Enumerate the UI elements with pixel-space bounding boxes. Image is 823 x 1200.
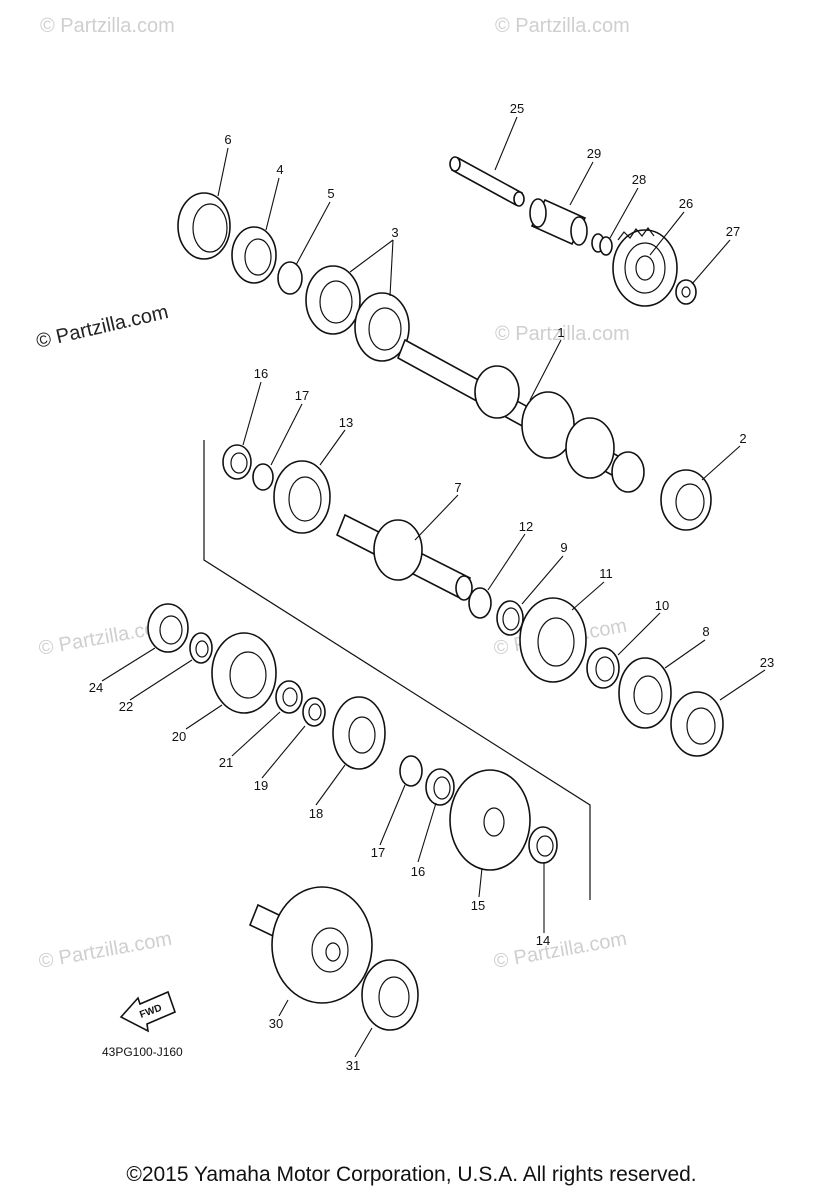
part-30-primary-driven-gear <box>248 886 373 1004</box>
part-7-drive-axle <box>335 513 473 601</box>
callout-8: 8 <box>702 624 709 639</box>
callout-28: 28 <box>632 172 646 187</box>
callout-23: 23 <box>760 655 774 670</box>
callout-5: 5 <box>327 186 334 201</box>
callout-19: 19 <box>254 778 268 793</box>
callout-21: 21 <box>219 755 233 770</box>
grouping-bracket-line <box>203 440 591 900</box>
part-18-gear <box>332 696 386 770</box>
part-13-gear <box>273 460 331 534</box>
part-6-oil-seal <box>177 192 231 260</box>
copyright-notice: ©2015 Yamaha Motor Corporation, U.S.A. A… <box>126 1163 697 1186</box>
part-11-gear <box>519 597 587 683</box>
leader-lines <box>101 116 766 1058</box>
part-8-gear <box>618 657 672 729</box>
callout-labels: 1 2 3 4 5 6 7 8 9 10 11 12 13 14 15 16 1… <box>89 101 774 1073</box>
part-31-bearing <box>361 959 419 1031</box>
part-5-o-ring <box>277 261 303 295</box>
part-20-gear <box>211 632 277 714</box>
callout-4: 4 <box>276 162 283 177</box>
part-9-washer <box>496 600 524 636</box>
callout-9: 9 <box>560 540 567 555</box>
callout-30: 30 <box>269 1016 283 1031</box>
callout-29: 29 <box>587 146 601 161</box>
part-3-bearing <box>354 292 410 362</box>
callout-18: 18 <box>309 806 323 821</box>
callout-6: 6 <box>224 132 231 147</box>
part-1-main-axle <box>396 338 645 493</box>
callout-16-lower: 16 <box>411 864 425 879</box>
part-26-gear <box>612 227 678 307</box>
callout-13: 13 <box>339 415 353 430</box>
callout-24: 24 <box>89 680 103 695</box>
part-22-washer <box>189 632 213 664</box>
part-16-washer <box>425 768 455 806</box>
watermark-text: © Partzilla.com <box>40 15 175 37</box>
part-3-bearing <box>305 265 361 335</box>
callout-22: 22 <box>119 699 133 714</box>
callout-7: 7 <box>454 480 461 495</box>
callout-15: 15 <box>471 898 485 913</box>
callout-12: 12 <box>519 519 533 534</box>
part-27-washer <box>675 279 697 305</box>
callout-1: 1 <box>557 325 564 340</box>
callout-20: 20 <box>172 729 186 744</box>
part-12-circlip <box>468 587 492 619</box>
callout-26: 26 <box>679 196 693 211</box>
callout-27: 27 <box>726 224 740 239</box>
watermark-text: © Partzilla.com <box>492 928 629 973</box>
diagram-code: 43PG100-J160 <box>102 1045 183 1059</box>
callout-3: 3 <box>391 225 398 240</box>
part-21-collar <box>275 680 303 714</box>
part-23-bearing <box>670 691 724 757</box>
callout-17: 17 <box>295 388 309 403</box>
callout-25: 25 <box>510 101 524 116</box>
callout-17-lower: 17 <box>371 845 385 860</box>
part-29-sleeve <box>529 198 588 246</box>
watermark-text: © Partzilla.com <box>495 15 630 37</box>
part-19-washer <box>302 697 326 727</box>
callout-16: 16 <box>254 366 268 381</box>
part-2-bearing <box>660 469 712 531</box>
part-4-collar <box>231 226 277 284</box>
callout-31: 31 <box>346 1058 360 1073</box>
part-17-circlip <box>399 755 423 787</box>
part-10-needle-bearing <box>586 647 620 689</box>
callout-2: 2 <box>739 431 746 446</box>
watermark-text: © Partzilla.com <box>495 323 630 345</box>
callout-10: 10 <box>655 598 669 613</box>
part-25-pin <box>449 156 525 207</box>
part-17-circlip <box>252 463 274 491</box>
part-24-bearing <box>147 603 189 653</box>
watermark-text: © Partzilla.com <box>37 928 174 973</box>
part-16-washer <box>222 444 252 480</box>
fwd-arrow-icon: FWD <box>119 990 177 1033</box>
callout-14: 14 <box>536 933 550 948</box>
part-14-bush <box>528 826 558 864</box>
part-28-needle-bearing <box>591 233 613 256</box>
watermark-text: © Partzilla.com <box>34 301 170 353</box>
part-15-gear <box>449 769 531 871</box>
callout-11: 11 <box>599 566 613 581</box>
